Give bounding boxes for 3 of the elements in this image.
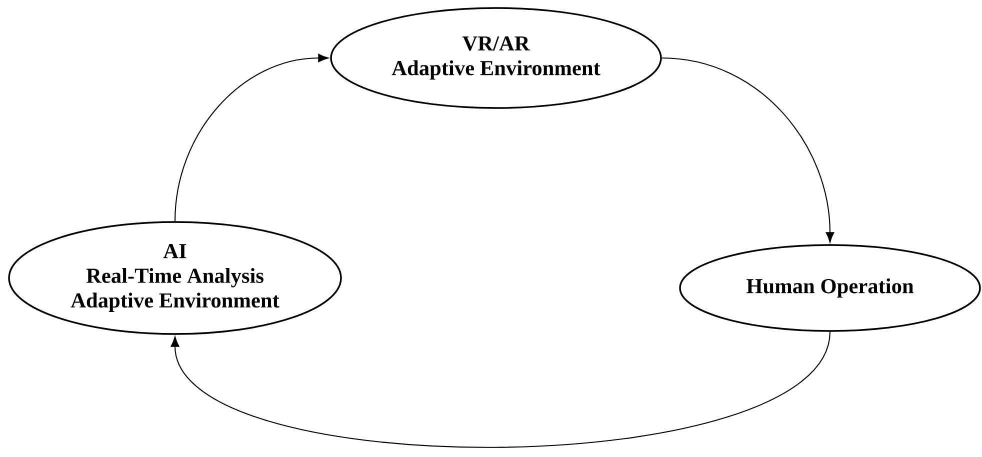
arrow bbox=[662, 57, 834, 243]
arrow bbox=[174, 54, 329, 222]
arrow bbox=[170, 332, 830, 448]
